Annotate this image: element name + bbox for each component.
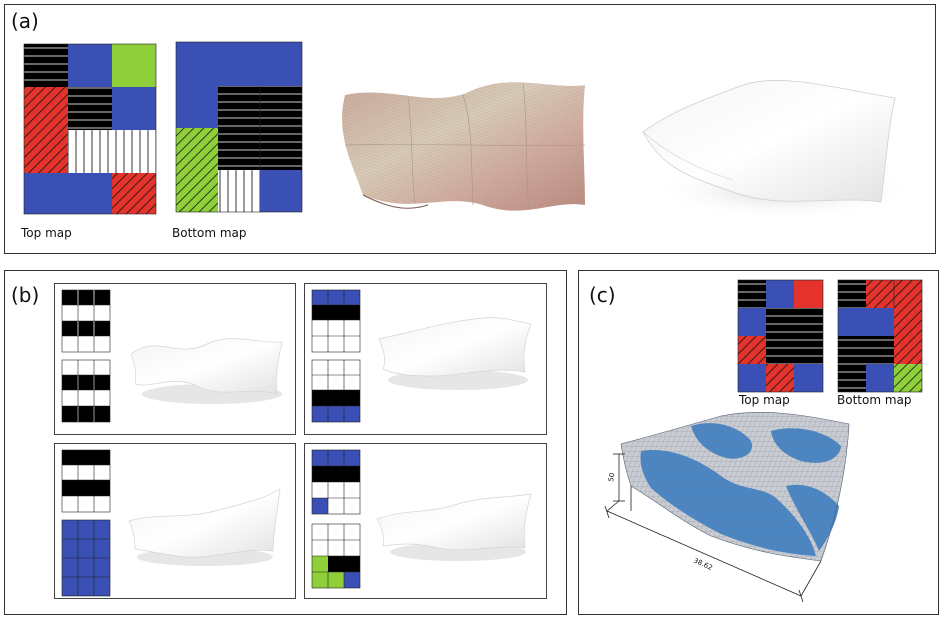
- bottom-map-grid-a: [175, 41, 303, 213]
- example-2-bottom-map: [311, 359, 361, 423]
- top-map-caption-a: Top map: [21, 226, 72, 240]
- panel-b-example-1: [54, 283, 296, 435]
- example-2-top-map: [311, 289, 361, 353]
- example-1-top-map: [61, 289, 111, 353]
- example-3-top-map: [61, 449, 111, 513]
- example-4-surface: [376, 493, 532, 561]
- panel-b-example-3: [54, 443, 296, 599]
- example-1-bottom-map: [61, 359, 111, 423]
- simulated-surface-a: [642, 80, 913, 220]
- panel-c-label: (c): [589, 283, 616, 307]
- panel-b-label: (b): [11, 283, 40, 307]
- top-map-caption-c: Top map: [739, 393, 790, 407]
- dimension-height-label: 50: [607, 472, 616, 482]
- fabricated-sheet-photo: [342, 82, 586, 211]
- mesh-surface-c: 50 38.62: [604, 411, 850, 603]
- top-map-grid-c: [737, 279, 824, 393]
- example-2-surface: [378, 317, 532, 390]
- example-3-surface: [128, 488, 281, 566]
- top-map-grid-a: [23, 43, 157, 215]
- dimension-width-label: 38.62: [692, 557, 714, 572]
- panel-b-example-2: [304, 283, 547, 435]
- panel-c: (c) Top map Bottom map: [578, 270, 939, 615]
- panel-a-label: (a): [11, 9, 39, 33]
- example-4-bottom-map: [311, 523, 361, 589]
- panel-b: (b): [4, 270, 567, 615]
- panel-a: (a): [4, 4, 936, 254]
- example-3-bottom-map: [61, 519, 111, 597]
- panel-b-example-4: [304, 443, 547, 599]
- bottom-map-grid-c: [837, 279, 923, 393]
- example-1-surface: [130, 338, 283, 404]
- bottom-map-caption-c: Bottom map: [837, 393, 912, 407]
- bottom-map-caption-a: Bottom map: [172, 226, 247, 240]
- example-4-top-map: [311, 449, 361, 515]
